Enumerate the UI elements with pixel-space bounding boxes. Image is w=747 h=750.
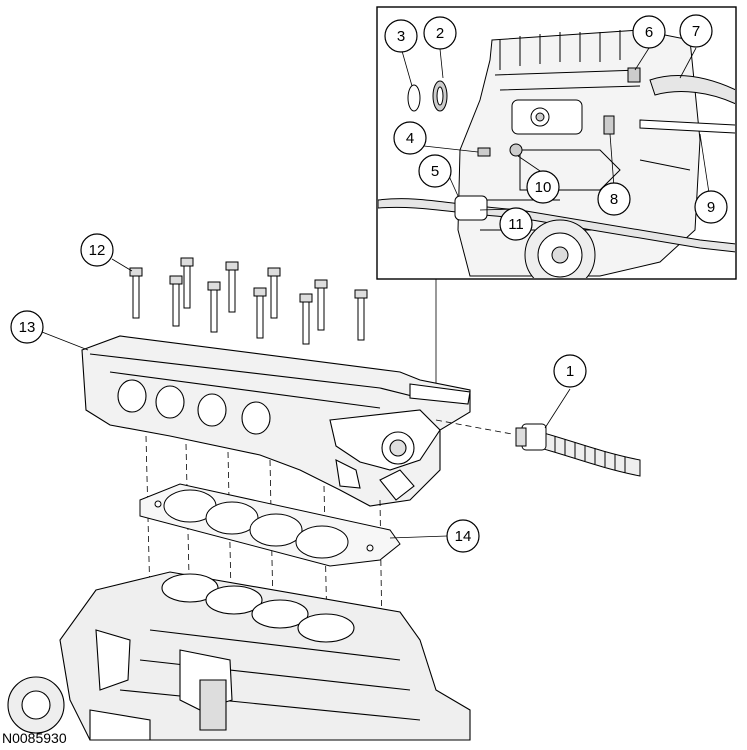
harness-connector	[515, 423, 641, 477]
svg-text:14: 14	[455, 528, 472, 545]
svg-text:2: 2	[436, 25, 444, 42]
inset-part-8	[603, 115, 615, 135]
svg-text:1: 1	[566, 363, 574, 380]
figure-ref: N0085930	[2, 730, 67, 746]
svg-text:12: 12	[89, 242, 106, 259]
callout-10: 10	[526, 170, 560, 204]
engine-block	[7, 571, 471, 741]
callout-7: 7	[679, 14, 713, 48]
svg-text:8: 8	[610, 191, 618, 208]
callout-13: 13	[10, 310, 44, 344]
svg-text:7: 7	[692, 23, 700, 40]
detail-inset	[376, 6, 737, 280]
callout-9: 9	[694, 190, 728, 224]
callout-12: 12	[80, 233, 114, 267]
inset-part-10	[509, 143, 523, 157]
inset-seal-3	[407, 84, 421, 112]
svg-text:10: 10	[535, 179, 552, 196]
callout-3: 3	[384, 19, 418, 53]
callout-1: 1	[553, 354, 587, 388]
inset-bar-9	[639, 119, 735, 134]
callout-2: 2	[423, 16, 457, 50]
callout-11: 11	[499, 207, 533, 241]
main-leader-lines	[41, 258, 571, 539]
svg-text:9: 9	[707, 199, 715, 216]
inset-part-5	[454, 195, 488, 221]
svg-text:13: 13	[19, 319, 36, 336]
inset-bolt-4	[477, 147, 491, 157]
callout-4: 4	[393, 121, 427, 155]
callout-5: 5	[418, 154, 452, 188]
inset-part-6	[627, 67, 641, 83]
callout-8: 8	[597, 182, 631, 216]
head-bolts	[129, 257, 368, 345]
cylinder-head	[81, 335, 471, 507]
inset-hose-7	[649, 74, 735, 105]
callout-6: 6	[632, 15, 666, 49]
svg-text:11: 11	[508, 216, 524, 233]
callout-14: 14	[446, 519, 480, 553]
head-gasket	[139, 483, 401, 567]
svg-text:6: 6	[645, 24, 653, 41]
svg-text:4: 4	[406, 130, 414, 147]
svg-text:5: 5	[431, 163, 439, 180]
svg-text:3: 3	[397, 28, 405, 45]
